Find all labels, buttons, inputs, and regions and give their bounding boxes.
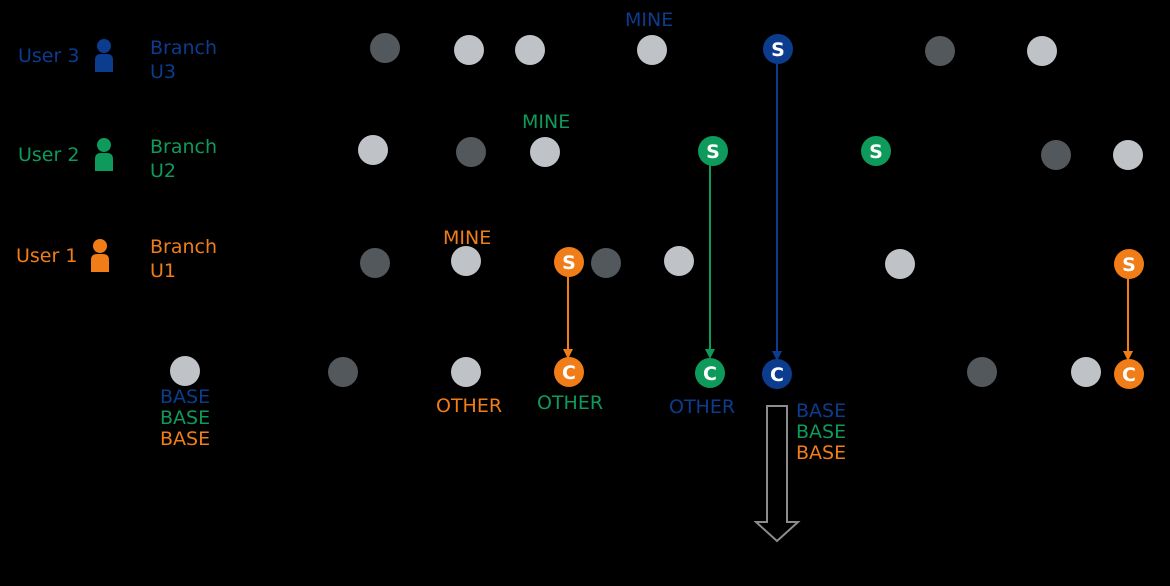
commit-node-user3 (762, 359, 792, 389)
commit-node (454, 35, 484, 65)
shelve-letter: S (1122, 254, 1136, 276)
commit-node (925, 36, 955, 66)
mine-label-user3: MINE (625, 9, 674, 31)
commit-node (664, 246, 694, 276)
shelve-node-user3 (763, 34, 793, 64)
base-label-user1: BASE (160, 428, 211, 450)
other-label-user2: OTHER (537, 392, 604, 414)
commit-node (591, 248, 621, 278)
other-label-user1: OTHER (436, 395, 503, 417)
commit-node (360, 248, 390, 278)
branch-u3-label: Branch U3 (150, 36, 217, 84)
branch-u2-line1: Branch (150, 136, 218, 158)
commit-node (451, 246, 481, 276)
base-stack-left: BASE BASE BASE (160, 387, 210, 450)
commit-node (328, 357, 358, 387)
commit-node (170, 356, 200, 386)
commit-node-user1 (1114, 359, 1144, 389)
commit-node (1041, 140, 1071, 170)
shelve-letter: S (869, 141, 883, 163)
commit-letter: C (703, 363, 717, 385)
commit-node-user2 (695, 358, 725, 388)
base-label-user3: BASE (796, 400, 847, 422)
commit-node (530, 137, 560, 167)
base-stack-right: BASE BASE BASE (796, 401, 846, 464)
base-label-user1: BASE (796, 442, 847, 464)
other-label-user3: OTHER (669, 396, 736, 418)
branch-u3-line1: Branch (150, 37, 218, 59)
down-arrow-icon (753, 405, 801, 543)
shelve-letter: S (771, 39, 785, 61)
user-2-person-icon (95, 138, 113, 171)
user-3-person-icon (95, 39, 113, 72)
commit-node (1027, 36, 1057, 66)
commit-letter: C (1122, 364, 1136, 386)
commit-node (967, 357, 997, 387)
branch-u1-line2: U1 (150, 260, 176, 282)
commit-node (885, 249, 915, 279)
user-3-label: User 3 (18, 45, 80, 67)
commit-letter: C (562, 362, 576, 384)
branch-u1-label: Branch U1 (150, 235, 217, 283)
branch-u2-line2: U2 (150, 160, 176, 182)
base-label-user2: BASE (160, 407, 211, 429)
commit-node-user1 (554, 357, 584, 387)
shelve-node-user2 (698, 136, 728, 166)
base-label-user2: BASE (796, 421, 847, 443)
commit-node (456, 137, 486, 167)
commit-node (370, 33, 400, 63)
commit-node (451, 357, 481, 387)
mine-label-user2: MINE (522, 111, 571, 133)
commit-node (358, 135, 388, 165)
shelve-node-user1 (554, 247, 584, 277)
user-1-label: User 1 (16, 245, 78, 267)
user-1-person-icon (91, 239, 109, 272)
shelve-node-user1 (1114, 249, 1144, 279)
shelve-letter: S (706, 141, 720, 163)
branch-u3-line2: U3 (150, 61, 176, 83)
commit-node (515, 35, 545, 65)
mine-label-user1: MINE (443, 227, 492, 249)
base-label-user3: BASE (160, 386, 211, 408)
commit-node (1113, 140, 1143, 170)
commit-letter: C (770, 364, 784, 386)
branch-u2-label: Branch U2 (150, 135, 217, 183)
commit-node (637, 35, 667, 65)
shelve-letter: S (562, 252, 576, 274)
branch-u1-line1: Branch (150, 236, 218, 258)
commit-node (1071, 357, 1101, 387)
user-2-label: User 2 (18, 144, 80, 166)
shelve-node-user2 (861, 136, 891, 166)
